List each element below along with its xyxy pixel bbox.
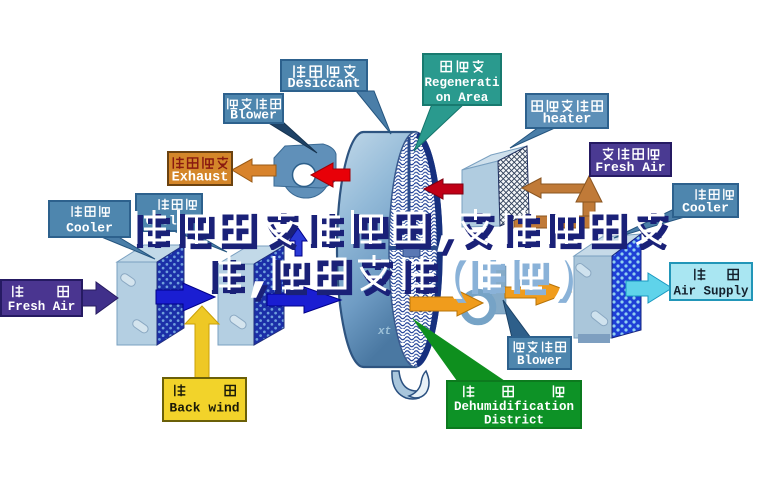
svg-text:,: , [433,205,461,257]
svg-text:Regenerati: Regenerati [424,76,499,90]
svg-text:Desiccant: Desiccant [288,77,361,92]
svg-text:on Area: on Area [436,91,489,105]
svg-text:Fresh Air: Fresh Air [595,160,665,175]
svg-text:heater: heater [543,113,592,128]
svg-text:(: ( [445,257,471,307]
svg-text:,: , [246,251,274,303]
svg-text:Blower: Blower [517,354,562,368]
svg-text:xt: xt [377,326,391,338]
svg-text:(: ( [441,253,467,303]
svg-text:): ) [553,257,579,307]
svg-text:Fresh Air: Fresh Air [8,300,76,314]
svg-text:District: District [484,414,544,428]
svg-text:Blower: Blower [230,108,277,123]
svg-text:): ) [549,253,575,303]
svg-text:Back wind: Back wind [169,401,239,416]
svg-text:,: , [250,255,278,307]
svg-text:Air Supply: Air Supply [673,285,749,299]
svg-text:Dehumidification: Dehumidification [454,400,574,414]
svg-text:,: , [437,209,465,261]
svg-text:Cooler: Cooler [682,201,729,216]
svg-text:Cooler: Cooler [66,221,113,236]
svg-text:Exhaust: Exhaust [172,171,229,186]
